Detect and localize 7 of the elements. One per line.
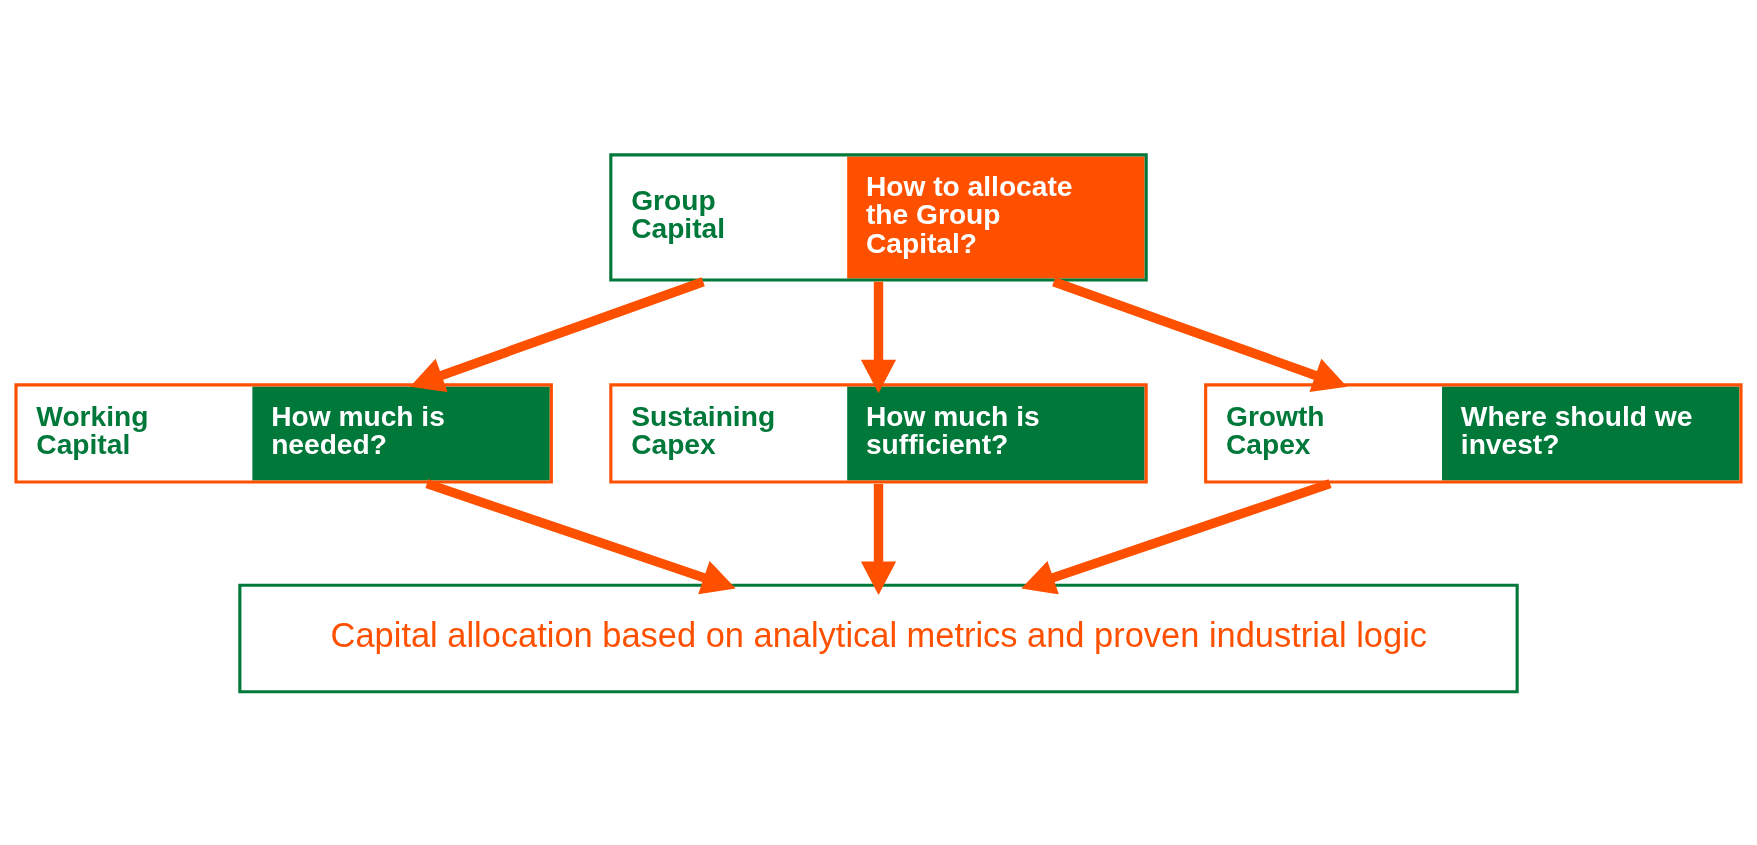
arrow (425, 479, 736, 595)
arrow (860, 483, 897, 596)
arrow (1052, 277, 1348, 392)
arrow (860, 281, 897, 394)
arrow (1021, 479, 1332, 595)
arrow (409, 277, 705, 392)
node-box: Capital allocation based on analytical metrics and proven industrial logic (238, 583, 1519, 694)
